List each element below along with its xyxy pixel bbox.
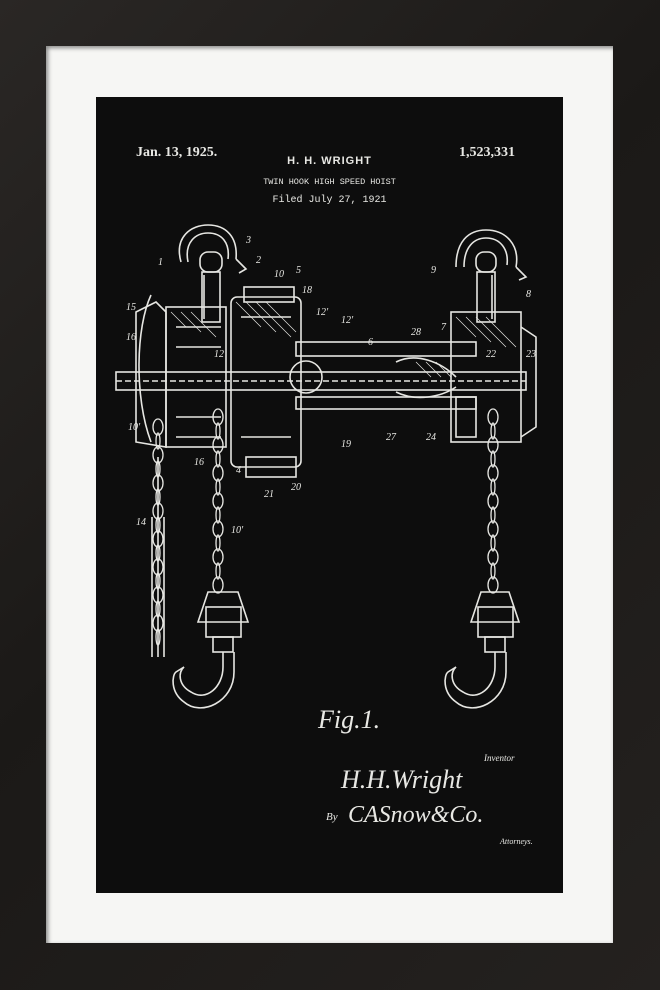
right-top-hook xyxy=(455,229,528,323)
ref-numeral: 10 xyxy=(274,269,284,280)
chain-link xyxy=(487,436,499,454)
ref-numeral: 9 xyxy=(431,265,436,276)
ref-numeral: 23 xyxy=(526,349,536,360)
chain-link xyxy=(487,492,499,510)
chain-link xyxy=(155,544,161,562)
ref-numeral: 10' xyxy=(128,422,141,433)
by-label: By xyxy=(326,811,338,823)
ref-numeral: 12 xyxy=(214,349,224,360)
chain-link xyxy=(212,492,224,510)
chain-link xyxy=(487,464,499,482)
chain-link xyxy=(152,502,164,520)
chain-links xyxy=(152,408,499,646)
attorneys-label: Attorneys. xyxy=(500,837,533,846)
patent-number: 1,523,331 xyxy=(459,145,515,160)
section-hatching xyxy=(170,301,517,378)
chains xyxy=(151,517,165,657)
ref-numeral: 4 xyxy=(236,465,241,476)
hoist-drawing xyxy=(115,224,537,709)
ref-numeral: 16 xyxy=(194,457,204,468)
chain-link xyxy=(212,548,224,566)
chain-link xyxy=(490,478,496,496)
inventor-label: Inventor xyxy=(484,753,515,763)
chain-link xyxy=(212,520,224,538)
ref-numeral: 12' xyxy=(316,307,329,318)
patent-print: Jan. 13, 1925. 1,523,331 H. H. WRIGHT TW… xyxy=(96,97,563,893)
chain-link xyxy=(155,628,161,646)
chain-link xyxy=(152,558,164,576)
ref-numeral: 7 xyxy=(441,322,446,333)
chain-link xyxy=(215,450,221,468)
chain-link xyxy=(152,446,164,464)
ref-numeral: 21 xyxy=(264,489,274,500)
figure-label: Fig.1. xyxy=(318,705,381,734)
attorney-signature: CASnow&Co. xyxy=(348,802,484,828)
chain-link xyxy=(490,534,496,552)
chain-link xyxy=(215,506,221,524)
chain-link xyxy=(152,474,164,492)
ref-numeral: 3 xyxy=(246,235,251,246)
inventor-header: H. H. WRIGHT xyxy=(287,155,372,167)
ref-numeral: 2 xyxy=(256,255,261,266)
chain-link xyxy=(155,432,161,450)
ref-numeral: 12' xyxy=(341,315,354,326)
chain-link xyxy=(212,408,224,426)
ref-numeral: 24 xyxy=(426,432,436,443)
chain-link xyxy=(212,436,224,454)
chain-link xyxy=(490,562,496,580)
chain-link xyxy=(215,534,221,552)
ref-numeral: 5 xyxy=(296,265,301,276)
chain-link xyxy=(155,516,161,534)
chain-link xyxy=(212,576,224,594)
chain-link xyxy=(487,408,499,426)
left-top-hook xyxy=(178,224,248,323)
chain-link xyxy=(490,506,496,524)
chain-link xyxy=(155,460,161,478)
ref-numeral: 18 xyxy=(302,285,312,296)
chain-link xyxy=(490,450,496,468)
ref-numeral: 14 xyxy=(136,517,146,528)
chain-link xyxy=(152,586,164,604)
chain-link xyxy=(487,548,499,566)
left-housing xyxy=(135,286,323,478)
ref-numeral: 6 xyxy=(368,337,373,348)
chain-link xyxy=(155,600,161,618)
ref-numeral: 1 xyxy=(158,257,163,268)
filed-date: Filed July 27, 1921 xyxy=(272,195,387,206)
left-bottom-hook xyxy=(172,591,250,709)
chain-link xyxy=(215,422,221,440)
ref-numeral: 15 xyxy=(126,302,136,313)
chain-link xyxy=(212,464,224,482)
right-bottom-hook xyxy=(444,591,521,709)
ref-numeral: 28 xyxy=(411,327,421,338)
ref-numeral: 16 xyxy=(126,332,136,343)
chain-link xyxy=(487,520,499,538)
ref-numeral: 20 xyxy=(291,482,301,493)
ref-numeral: 8 xyxy=(526,289,531,300)
ref-numeral: 22 xyxy=(486,349,496,360)
ref-numeral: 19 xyxy=(341,439,351,450)
inventor-signature: H.H.Wright xyxy=(341,765,463,794)
patent-date: Jan. 13, 1925. xyxy=(136,145,218,160)
chain-link xyxy=(152,418,164,436)
chain-link xyxy=(215,478,221,496)
patent-title: TWIN HOOK HIGH SPEED HOIST xyxy=(263,177,396,187)
ref-numeral: 27 xyxy=(386,432,396,443)
chain-link xyxy=(215,562,221,580)
chain-link xyxy=(490,422,496,440)
chain-link xyxy=(152,530,164,548)
chain-link xyxy=(155,572,161,590)
main-shaft xyxy=(115,341,527,410)
ref-numeral: 10' xyxy=(231,525,244,536)
chain-link xyxy=(155,488,161,506)
chain-link xyxy=(487,576,499,594)
chain-link xyxy=(152,614,164,632)
